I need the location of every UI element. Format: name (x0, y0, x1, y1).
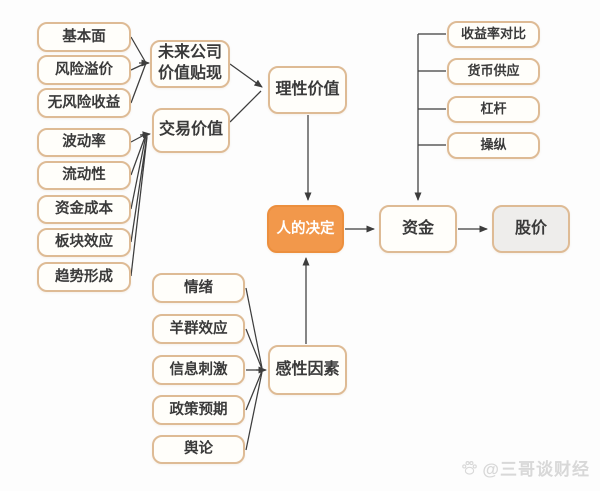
node-money-supply: 货币供应 (447, 58, 540, 85)
connector-line-9 (139, 131, 151, 139)
connector-line-0 (130, 36, 147, 64)
connector-line-2 (130, 62, 147, 104)
node-future-company-value-discount: 未来公司 价值贴现 (150, 40, 230, 88)
node-risk-free-return: 无风险收益 (37, 88, 131, 118)
node-volatility: 波动率 (37, 128, 131, 157)
connector-line-5 (130, 133, 147, 176)
connector-line-10 (229, 63, 263, 88)
connector-line-21 (245, 287, 263, 369)
connector-line-7 (130, 135, 148, 243)
node-yield-comparison: 收益率对比 (447, 21, 540, 48)
connector-line-8 (130, 136, 148, 277)
node-trading-value: 交易价值 (152, 108, 230, 153)
node-risk-premium: 风险溢价 (37, 55, 131, 85)
paw-icon (462, 461, 478, 475)
node-funds: 资金 (379, 205, 457, 253)
connector-line-22 (245, 328, 263, 370)
connector-line-6 (130, 134, 147, 210)
node-stock-price: 股价 (492, 205, 570, 253)
node-manipulation: 操纵 (447, 132, 540, 159)
node-sector-effect: 板块效应 (37, 228, 131, 257)
node-capital-cost: 资金成本 (37, 195, 131, 224)
watermark: @三哥谈财经 (461, 455, 590, 480)
node-human-decision: 人的决定 (267, 205, 344, 253)
node-fundamentals: 基本面 (37, 22, 131, 52)
connector-line-24 (245, 370, 263, 411)
node-trend-formation: 趋势形成 (37, 262, 131, 292)
connector-line-11 (229, 90, 262, 123)
node-liquidity: 流动性 (37, 161, 131, 190)
node-public-opinion: 舆论 (152, 435, 245, 464)
node-policy-expectation: 政策预期 (152, 395, 245, 425)
node-leverage: 杠杆 (447, 96, 540, 123)
node-emotion: 情绪 (152, 273, 245, 303)
watermark-text: @三哥谈财经 (482, 460, 590, 479)
node-emotional-factors: 感性因素 (268, 345, 347, 395)
node-rational-value: 理性价值 (268, 66, 347, 114)
node-information-stimulus: 信息刺激 (152, 355, 245, 385)
connector-line-25 (245, 371, 263, 451)
node-herd-effect: 羊群效应 (152, 314, 245, 344)
